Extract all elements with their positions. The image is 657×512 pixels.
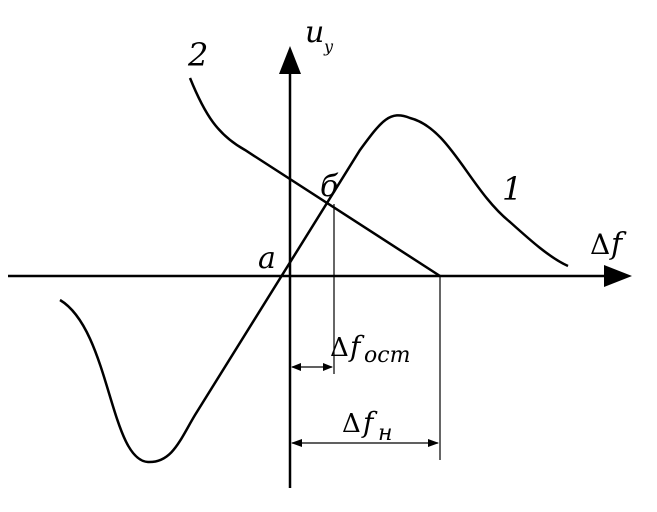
y-axis-arrowhead — [279, 46, 301, 74]
point-b-label: б — [320, 169, 339, 204]
dim-arrow-df-n-right — [428, 439, 439, 447]
dim-arrow-df-n-left — [291, 439, 302, 447]
df-n-label-var: f — [361, 406, 378, 439]
point-a-label: а — [258, 241, 276, 276]
curve-2-label: 2 — [187, 36, 208, 74]
dim-arrow-df-ost-right — [323, 363, 333, 371]
x-axis-arrowhead — [604, 265, 632, 287]
y-axis-label: u — [305, 15, 324, 50]
df-ost-label-var: f — [348, 330, 365, 363]
curve-1-label: 1 — [502, 170, 522, 208]
curve-1-characteristic — [59, 114, 569, 464]
y-axis-label-subscript: у — [323, 37, 334, 56]
df-n-label-delta: Δ — [342, 409, 361, 439]
x-axis-label-delta: Δ — [590, 228, 610, 261]
x-axis-label-var: f — [609, 227, 627, 262]
dim-arrow-df-ost-left — [291, 363, 301, 371]
df-ost-label-delta: Δ — [330, 333, 349, 363]
df-ost-label-subscript: ост — [364, 343, 410, 368]
curve-2-characteristic — [188, 77, 441, 278]
df-n-label-subscript: н — [378, 421, 393, 446]
